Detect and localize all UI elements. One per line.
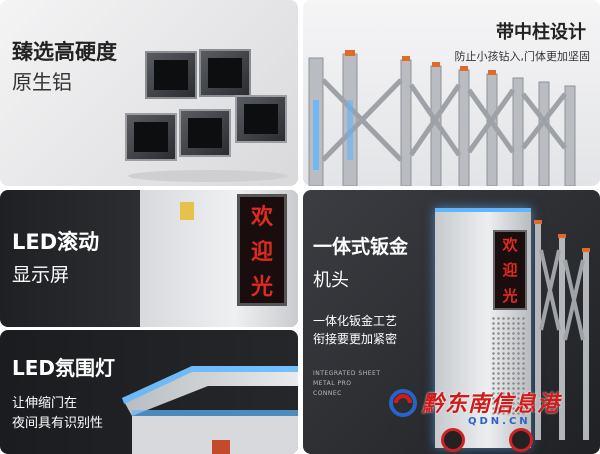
ambient-title: LED氛围灯: [12, 356, 116, 380]
cabinet-led-char-1: 欢: [502, 236, 518, 255]
gate-column-image: [308, 50, 576, 186]
sheet-metal-subtitle: 机头: [313, 270, 349, 291]
cabinet-led-screen: 欢 迎 光: [493, 230, 527, 310]
sheet-metal-caption-3: CONNEC: [313, 390, 342, 397]
sheet-metal-desc-1: 一体化钣金工艺: [313, 314, 398, 328]
watermark-url: QDN.CN: [468, 416, 531, 427]
sheet-metal-title: 一体式钣金: [313, 236, 409, 258]
watermark-logo-icon: [389, 389, 417, 417]
panel-ambient-light: LED氛围灯 让伸缩门在 夜间具有识别性: [0, 330, 298, 454]
watermark-text: 黔东南信息港: [422, 391, 561, 417]
cabinet-led-char-2: 迎: [502, 261, 518, 280]
ambient-light-cabinet-image: [122, 366, 298, 454]
ambient-subtitle-2: 夜间具有识别性: [12, 416, 104, 431]
led-display-screen: 欢 迎 光: [237, 194, 287, 306]
sheet-metal-caption-1: INTEGRATED SHEET: [313, 370, 381, 377]
cabinet-led-char-3: 光: [502, 286, 518, 305]
gate-arms-image: [534, 220, 590, 440]
column-subtitle: 防止小孩钻入,门体更加坚固: [454, 50, 591, 63]
led-char-2: 迎: [250, 239, 273, 265]
aluminum-title: 臻选高硬度: [12, 40, 117, 64]
column-title: 带中柱设计: [496, 22, 586, 43]
sheet-metal-caption-2: METAL PRO: [313, 380, 352, 387]
aluminum-subtitle: 原生铝: [12, 70, 72, 94]
cabinet-wheel-2: [509, 428, 533, 452]
watermark: 黔东南信息港 QDN.CN: [388, 384, 568, 444]
panel-column: 带中柱设计 防止小孩钻入,门体更加坚固: [303, 0, 600, 186]
cabinet-wheel-1: [441, 428, 465, 452]
aluminum-tubes-image: [125, 49, 288, 182]
panel-aluminum: 臻选高硬度 原生铝: [0, 0, 298, 186]
warning-sticker: [180, 202, 194, 220]
led-scroll-subtitle: 显示屏: [12, 264, 70, 286]
panel-sheet-metal: 一体式钣金 机头 一体化钣金工艺 衔接要更加紧密 INTEGRATED SHEE…: [303, 190, 600, 454]
cabinet-vent-grille: [491, 316, 525, 416]
led-scroll-title: LED滚动: [12, 230, 100, 254]
sheet-metal-desc-2: 衔接要更加紧密: [313, 332, 398, 346]
ambient-subtitle-1: 让伸缩门在: [12, 396, 78, 411]
led-char-3: 光: [250, 275, 273, 301]
panel-led-scroll: LED滚动 显示屏 欢 迎 光: [0, 190, 298, 327]
led-char-1: 欢: [250, 204, 273, 230]
